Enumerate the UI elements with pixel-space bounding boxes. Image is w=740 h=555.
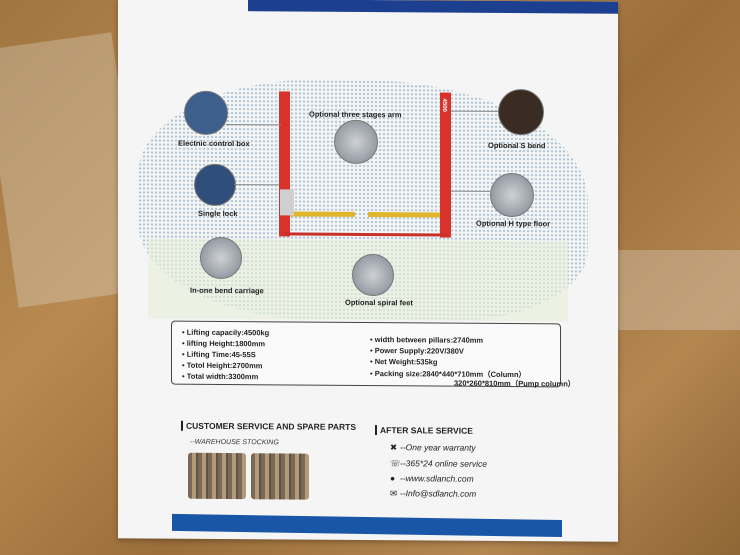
mail-icon: ✉ [390,488,398,499]
label-optional-s-bend: Optional S bend [488,140,546,151]
spec-item: Net Weight:535kg [370,357,438,366]
globe-icon: ● [390,473,396,484]
spec-item: Lifting capacily:4500kg [182,328,270,338]
s-bend-image [498,88,544,136]
label-in-one-bend-carriage: In-one bend carriage [190,285,264,296]
service-online: ☏--365*24 online service [390,458,487,470]
customer-service-heading: CUSTOMER SERVICE AND SPARE PARTS [181,420,357,432]
spec-item: lifting Height:1800mm [182,339,265,349]
label-single-lock: Single lock [198,208,238,219]
lift-arm-right [368,212,440,218]
spec-item: Total width:3300mm [182,372,259,381]
warehouse-photo-2 [251,453,309,500]
footer-blue-bar [172,513,562,538]
post-capacity-marking: 4500 [441,98,447,112]
lift-arm-left [290,211,355,217]
spec-item: Totol Height:2700mm [182,361,263,371]
label-optional-h-type-floor: Optional H type floor [476,218,551,229]
phone-icon: ☏ [390,458,401,469]
spec-item: Lifting Time:45-55S [182,350,256,359]
spec-item: Power Supply:220V/380V [370,346,464,356]
service-text: --One year warranty [400,442,476,453]
control-box [280,189,294,216]
service-warranty: ✖--One year warranty [390,442,476,454]
h-type-floor-image [490,172,534,218]
service-text: --365*24 online service [400,458,487,469]
in-one-bend-carriage-image [200,236,242,280]
label-optional-three-stages-arm: Optional three stages arm [309,109,402,120]
service-website: ● --www.sdlanch.com [390,473,474,484]
warehouse-stocking-label: --WAREHOUSE STOCKING [190,438,279,447]
after-sale-service-heading: AFTER SALE SERVICE [375,425,473,436]
specifications-box: Lifting capacily:4500kg lifting Height:1… [171,320,575,388]
product-poster: 4500 Electnic control box Single lock In… [118,0,618,542]
label-electric-control-box: Electnic control box [178,138,250,149]
service-email: ✉--Info@sdlanch.com [390,488,476,500]
header-blue-bar [248,0,618,14]
lift-post-right: 4500 [440,92,451,238]
single-lock-image [194,163,236,207]
warehouse-photo-1 [188,452,246,500]
wrench-icon: ✖ [390,442,398,453]
three-stages-arm-image [334,119,378,165]
electric-control-box-image [184,90,228,136]
spec-item-continued: 320*260*810mm（Pump column） [454,378,576,389]
spiral-feet-image [352,253,394,297]
label-optional-spiral-feet: Optional spiral feet [345,297,413,308]
service-text: --Info@sdlanch.com [400,488,477,499]
service-text: --www.sdlanch.com [400,473,474,484]
spec-item: width between pillars:2740mm [370,335,483,345]
